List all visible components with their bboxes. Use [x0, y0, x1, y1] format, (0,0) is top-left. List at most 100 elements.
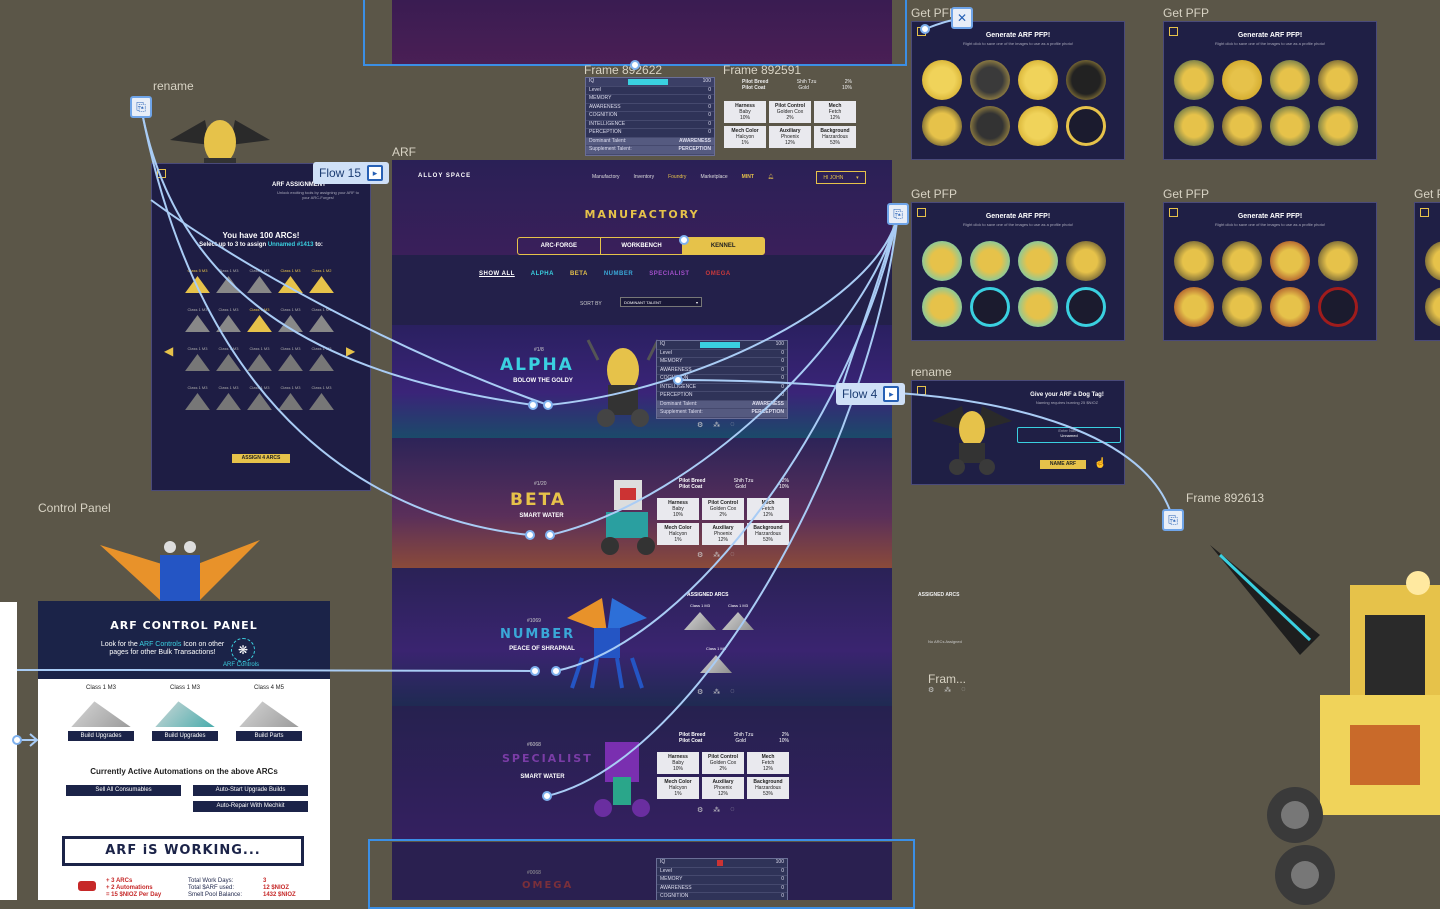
arc-item[interactable]: Class 1 M3 — [306, 307, 337, 332]
pfp-option[interactable] — [1174, 60, 1214, 100]
label-rename-top[interactable]: rename — [153, 79, 194, 93]
pfp-option[interactable] — [1425, 241, 1440, 281]
assigned-arc-3[interactable]: Class 1 M3 — [696, 646, 736, 673]
flow-15-tag[interactable]: Flow 15▸ — [313, 162, 390, 184]
arc-item[interactable]: Class 1 M3 — [275, 307, 306, 332]
pfp-option[interactable] — [1018, 106, 1058, 146]
pfp-option[interactable] — [970, 241, 1010, 281]
arc-item[interactable]: Class 1 M3 — [306, 346, 337, 371]
pfp-option[interactable] — [1222, 241, 1262, 281]
arc-item[interactable]: Class 1 M3 — [213, 268, 244, 293]
arc-item[interactable]: Class 1 M3 — [275, 346, 306, 371]
more-icon[interactable]: ◌ — [961, 686, 966, 693]
share-icon[interactable]: ⁂ — [713, 807, 721, 814]
omega-frame-selection[interactable] — [368, 839, 915, 909]
share-icon[interactable]: ⁂ — [713, 552, 721, 559]
pfp-option[interactable] — [922, 241, 962, 281]
nav-marketplace[interactable]: Marketplace — [700, 174, 728, 180]
pfp-option[interactable] — [1174, 287, 1214, 327]
pfp-option[interactable] — [1222, 106, 1262, 146]
close-icon[interactable]: ✕ — [951, 7, 973, 29]
gear-icon[interactable]: ⚙ — [697, 552, 704, 559]
pfp-option[interactable] — [1270, 106, 1310, 146]
arc-item[interactable]: Class 1 M3 — [213, 307, 244, 332]
tab-kennel[interactable]: KENNEL — [682, 238, 765, 254]
filter-show-all[interactable]: SHOW ALL — [479, 271, 515, 277]
pfp-option[interactable] — [1066, 287, 1106, 327]
pfp-option[interactable] — [970, 287, 1010, 327]
back-icon[interactable] — [1420, 208, 1429, 217]
paw-icon[interactable]: ❋ — [231, 638, 255, 662]
back-icon[interactable] — [917, 208, 926, 217]
assign-arcs-button[interactable]: ASSIGN 4 ARCS — [232, 454, 290, 463]
alloy-space-logo[interactable]: ALLOY SPACE — [418, 173, 472, 179]
arc-item[interactable]: Class 1 M3 — [275, 268, 306, 293]
label-fram-small[interactable]: Fram... — [928, 672, 966, 686]
pfp-option[interactable] — [1270, 287, 1310, 327]
name-arf-button[interactable]: NAME ARF — [1040, 460, 1086, 469]
build-upgrades-button[interactable]: Build Upgrades — [152, 731, 218, 741]
label-frame-892613[interactable]: Frame 892613 — [1186, 491, 1265, 505]
pfp-option[interactable] — [1174, 241, 1214, 281]
filter-alpha[interactable]: ALPHA — [530, 271, 554, 277]
arc-item[interactable]: Class 1 M2 — [306, 268, 337, 293]
pfp-option[interactable] — [922, 106, 962, 146]
share-icon[interactable]: ⁂ — [944, 687, 952, 694]
arc-item[interactable]: Class 1 M3 — [213, 346, 244, 371]
sort-select[interactable]: DOMINANT TALENT▾ — [620, 297, 702, 307]
arc-item[interactable]: Class 1 M3 — [244, 346, 275, 371]
build-upgrades-button[interactable]: Build Upgrades — [68, 731, 134, 741]
share-icon[interactable]: ⁂ — [713, 689, 721, 696]
label-get-pfp-2[interactable]: Get PFP — [1163, 6, 1210, 20]
prev-arrow-icon[interactable]: ◀ — [164, 344, 174, 358]
pfp-option[interactable] — [1066, 241, 1106, 281]
pfp-option[interactable] — [922, 60, 962, 100]
arc-item[interactable]: Class 1 M3 — [306, 385, 337, 410]
nav-foundry[interactable]: Foundry — [668, 174, 687, 180]
gear-icon[interactable]: ⚙ — [697, 807, 704, 814]
more-icon[interactable]: ◌ — [730, 688, 735, 695]
label-get-pfp-5[interactable]: Get P — [1414, 187, 1440, 201]
prototype-start-icon[interactable]: ⎘ — [130, 96, 152, 118]
automation-auto-start[interactable]: Auto-Start Upgrade Builds — [193, 785, 308, 796]
top-frame-selection[interactable] — [363, 0, 907, 66]
label-get-pfp-4[interactable]: Get PFP — [1163, 187, 1210, 201]
share-icon[interactable]: ⁂ — [713, 422, 721, 429]
pfp-option[interactable] — [1270, 60, 1310, 100]
tab-workbench[interactable]: WORKBENCH — [599, 238, 683, 254]
label-control-panel[interactable]: Control Panel — [38, 501, 111, 515]
pfp-option[interactable] — [1018, 241, 1058, 281]
label-frame-892622[interactable]: Frame 892622 — [584, 63, 663, 77]
pfp-option[interactable] — [1174, 106, 1214, 146]
gear-icon[interactable]: ⚙ — [928, 687, 935, 694]
label-get-pfp-3[interactable]: Get PFP — [911, 187, 958, 201]
arc-item[interactable]: Class 1 M3 — [182, 307, 213, 332]
nav-manufactory[interactable]: Manufactory — [592, 174, 620, 180]
filter-specialist[interactable]: SPECIALIST — [649, 271, 690, 277]
back-icon[interactable] — [1169, 27, 1178, 36]
prototype-start-icon[interactable]: ⎘ — [1162, 509, 1184, 531]
arc-item[interactable]: Class 1 M3 — [244, 385, 275, 410]
nav-mint[interactable]: MINT — [741, 174, 754, 180]
arc-item[interactable]: Class 1 M3 — [182, 385, 213, 410]
flow-4-tag[interactable]: Flow 4▸ — [836, 383, 906, 405]
prototype-start-icon[interactable]: ⎘ — [887, 203, 909, 225]
back-icon[interactable] — [1169, 208, 1178, 217]
label-arf[interactable]: ARF — [392, 145, 416, 159]
automation-auto-repair[interactable]: Auto-Repair With Mechkit — [193, 801, 308, 812]
back-icon[interactable] — [917, 386, 926, 395]
bell-icon[interactable]: 🔔︎ — [767, 174, 775, 180]
pfp-option[interactable] — [1222, 60, 1262, 100]
more-icon[interactable]: ◌ — [730, 806, 735, 813]
filter-number[interactable]: NUMBER — [603, 271, 634, 277]
label-frame-892591[interactable]: Frame 892591 — [723, 63, 802, 77]
pfp-option[interactable] — [970, 106, 1010, 146]
gear-icon[interactable]: ⚙ — [697, 422, 704, 429]
filter-beta[interactable]: BETA — [569, 271, 588, 277]
pfp-option[interactable] — [970, 60, 1010, 100]
pfp-option[interactable] — [1018, 60, 1058, 100]
build-parts-button[interactable]: Build Parts — [236, 731, 302, 741]
pfp-option[interactable] — [922, 287, 962, 327]
arc-item[interactable]: Class 1 M3 — [275, 385, 306, 410]
pfp-option[interactable] — [1018, 287, 1058, 327]
